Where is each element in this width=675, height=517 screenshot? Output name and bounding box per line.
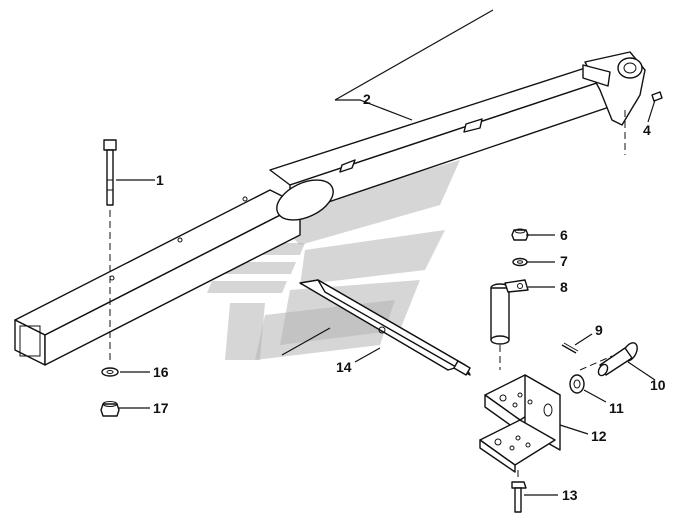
bolt-13 [511, 481, 527, 513]
label-14: 14 [336, 359, 352, 375]
label-11: 11 [609, 400, 624, 416]
label-8: 8 [560, 279, 568, 295]
pin-8 [490, 279, 529, 370]
watermark-logo [207, 160, 460, 360]
leader-lines [116, 9, 656, 496]
nut-6 [511, 228, 529, 241]
cotter-pin-9 [561, 342, 579, 354]
label-7: 7 [560, 253, 568, 269]
label-16: 16 [153, 364, 169, 380]
label-17: 17 [153, 400, 169, 416]
label-9: 9 [595, 322, 603, 338]
washer-7 [512, 257, 528, 267]
label-13: 13 [562, 487, 578, 503]
nut-17 [100, 401, 120, 417]
hitch-bracket-12 [479, 374, 561, 480]
label-4: 4 [643, 122, 651, 138]
clevis-pin-10 [597, 342, 638, 377]
shaft-14 [299, 279, 471, 376]
bolt-4 [624, 91, 663, 155]
label-2: 2 [363, 91, 371, 107]
bolt-1 [103, 139, 117, 360]
label-10: 10 [650, 377, 666, 393]
washer-16 [101, 367, 119, 377]
label-6: 6 [560, 227, 568, 243]
washer-11 [569, 355, 613, 394]
label-12: 12 [591, 428, 607, 444]
label-1: 1 [156, 172, 164, 188]
callout-labels: 1 2 4 6 7 8 9 10 11 12 13 14 16 17 [153, 91, 666, 503]
drawbar-frame [14, 51, 646, 366]
